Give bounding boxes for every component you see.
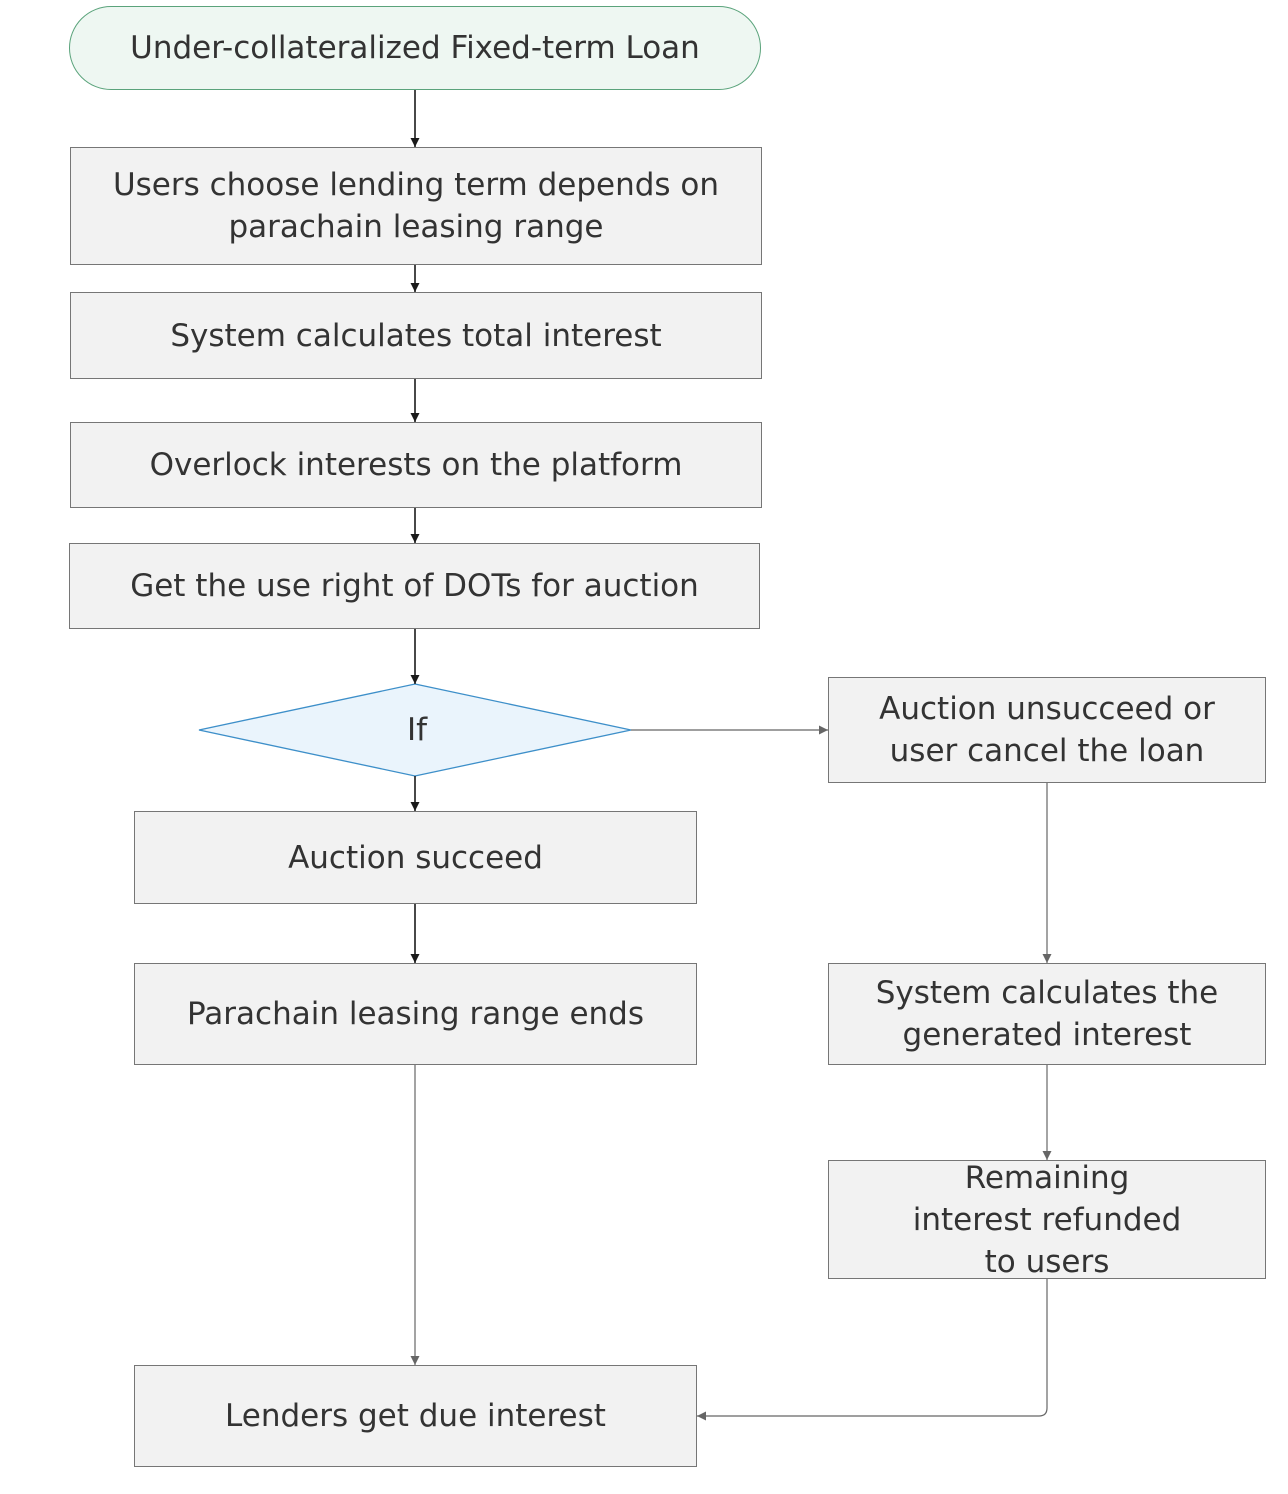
lease-ends-box: Parachain leasing range ends xyxy=(134,963,697,1065)
arrow-refund-to-lenders xyxy=(697,1279,1048,1421)
start-terminal: Under-collateralized Fixed-term Loan xyxy=(69,6,761,90)
calc-interest-label: System calculates total interest xyxy=(170,317,662,354)
calc-generated-label: System calculates the generated interest xyxy=(875,975,1219,1053)
refund-box: Remaining interest refunded to users xyxy=(828,1160,1266,1280)
calc-interest-box: System calculates total interest xyxy=(70,292,762,379)
get-dots-label: Get the use right of DOTs for auction xyxy=(130,568,699,604)
overlock-box: Overlock interests on the platform xyxy=(70,422,762,508)
calc-generated-box: System calculates the generated interest xyxy=(828,963,1266,1065)
auction-success-box: Auction succeed xyxy=(134,811,697,904)
auction-fail-label: Auction unsucceed or user cancel the loa… xyxy=(879,691,1215,769)
refund-label: Remaining interest refunded to users xyxy=(912,1159,1182,1280)
lenders-interest-label: Lenders get due interest xyxy=(225,1398,606,1434)
get-dots-box: Get the use right of DOTs for auction xyxy=(69,543,760,629)
auction-fail-box: Auction unsucceed or user cancel the loa… xyxy=(828,677,1266,783)
decision-label: If xyxy=(406,712,428,748)
choose-term-box: Users choose lending term depends on par… xyxy=(70,147,762,265)
lenders-interest-box: Lenders get due interest xyxy=(134,1365,697,1467)
auction-success-label: Auction succeed xyxy=(288,839,543,876)
overlock-label: Overlock interests on the platform xyxy=(149,447,683,483)
choose-term-label: Users choose lending term depends on par… xyxy=(112,167,720,245)
lease-ends-label: Parachain leasing range ends xyxy=(186,996,644,1032)
start-label: Under-collateralized Fixed-term Loan xyxy=(130,30,700,66)
decision-node: If xyxy=(199,684,631,776)
